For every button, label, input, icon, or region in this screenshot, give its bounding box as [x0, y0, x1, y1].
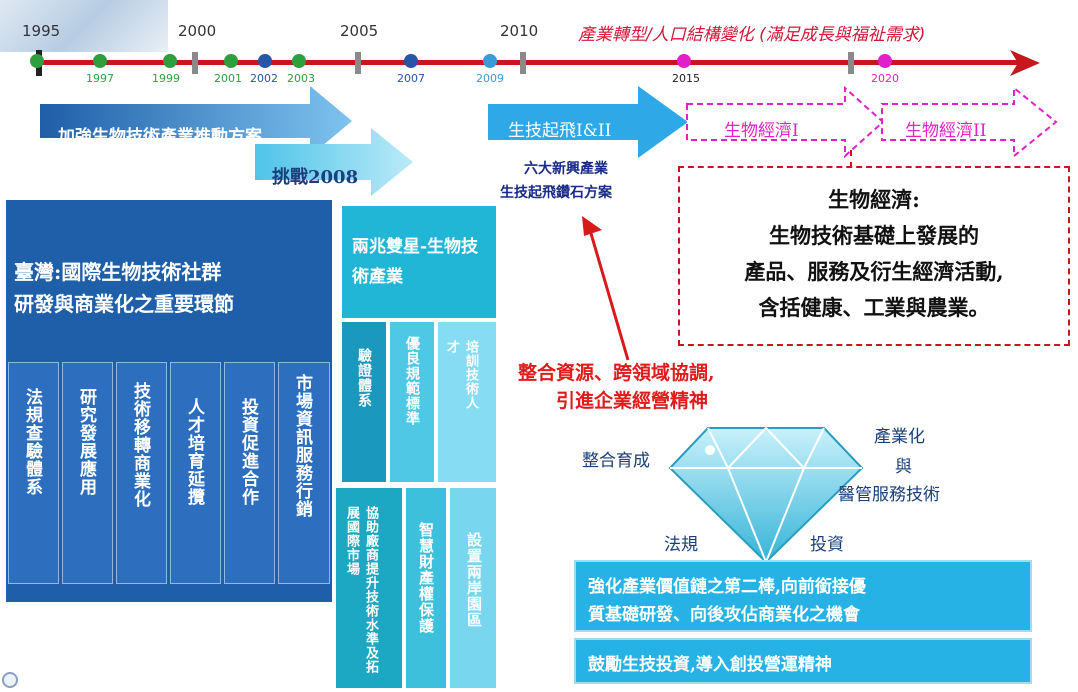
milestone-dot: [483, 54, 497, 68]
takeoff-arrow: [488, 86, 688, 158]
twin-star-column: [336, 488, 402, 688]
taiwan-column: [62, 362, 113, 584]
investment-text: 鼓勵生技投資,導入創投營運精神: [588, 655, 832, 675]
definition-line: 產品、服務及衍生經濟活動,: [744, 259, 1004, 284]
taiwan-column-label: 法規查驗體系: [22, 388, 42, 496]
value-chain-box: [574, 560, 1032, 632]
taiwan-column: [116, 362, 167, 584]
value-chain-text: 強化產業價值鏈之第二棒,向前銜接優: [588, 577, 866, 597]
taiwan-column-label: 技術移轉商業化: [130, 382, 150, 508]
timeline-axis: [38, 60, 1023, 65]
minor-year-label: 2015: [672, 72, 700, 85]
twin-star-title: 兩兆雙星-生物技術產業: [352, 237, 479, 287]
year-tick: [355, 52, 361, 74]
minor-year-label: 2009: [476, 72, 504, 85]
taiwan-column-label: 市場資訊服務行銷: [292, 374, 312, 518]
taiwan-column: [278, 362, 330, 584]
diamond-label-left: 整合育成: [582, 451, 650, 471]
taiwan-column: [170, 362, 221, 584]
definition-line: 含括健康、工業與農業。: [758, 295, 990, 320]
challenge-arrow: [255, 128, 413, 196]
taiwan-panel: [6, 200, 332, 602]
year-tick: [848, 52, 854, 74]
investment-box: [574, 638, 1032, 684]
milestone-dot: [292, 54, 306, 68]
diamond-label-right: 與: [895, 457, 912, 477]
diamond-label-right: 產業化: [874, 427, 925, 447]
twin-star-column-label: 設置兩岸園區: [465, 532, 483, 628]
minor-year-label: 2020: [871, 72, 899, 85]
milestone-dot: [224, 54, 238, 68]
diamond-plan-label: 生技起飛鑽石方案: [500, 185, 612, 201]
milestone-dot: [677, 54, 691, 68]
year-tick: [192, 52, 198, 74]
milestone-dot: [163, 54, 177, 68]
bioeconomy1-label: 生物經濟I: [724, 121, 799, 141]
minor-year-label: 2002: [250, 72, 278, 85]
milestone-dot: [878, 54, 892, 68]
milestone-dot: [30, 54, 44, 68]
minor-year-label: 2001: [214, 72, 242, 85]
plan-label: 加強生物技術產業推動方案: [58, 127, 262, 147]
twin-star-column: [390, 322, 434, 482]
year-tick: [520, 52, 526, 74]
taiwan-title: 研發與商業化之重要環節: [14, 292, 234, 316]
diamond-label-bottom-left: 法規: [664, 535, 698, 555]
milestone-dot: [93, 54, 107, 68]
value-chain-text: 質基礎研發、向後攻佔商業化之機會: [588, 605, 860, 625]
diamond-label-bottom-right: 投資: [810, 535, 844, 555]
integration-arrow: [582, 216, 630, 361]
definition-line: 生物技術基礎上發展的: [769, 223, 979, 248]
year-label: 2000: [178, 22, 217, 40]
integration-text: 整合資源、跨領域協調,: [518, 362, 715, 384]
definition-title: 生物經濟:: [828, 187, 920, 212]
twin-star-column: [406, 488, 446, 688]
milestone-dot: [404, 54, 418, 68]
year-label: 1995: [22, 22, 61, 40]
twin-star-column-label: 培訓技術人才: [444, 340, 478, 410]
minor-year-label: 1999: [152, 72, 180, 85]
taiwan-column-label: 人才培育延攬: [184, 398, 204, 506]
bioeconomy2-label: 生物經濟II: [905, 121, 987, 141]
bioeconomy-definition-box: [678, 166, 1070, 346]
year-label: 2010: [500, 22, 539, 40]
bioeconomy1-arrow: [686, 86, 885, 158]
timeline-tagline: 產業轉型/人口結構變化 (滿足成長與福祉需求): [578, 25, 926, 45]
definition-connector: [850, 150, 852, 168]
taiwan-column: [224, 362, 275, 584]
integration-text: 引進企業經營精神: [556, 390, 709, 412]
timeline: 1995 2000 2005 2010 產業轉型/人口結構變化 (滿足成長與福祉…: [0, 0, 1078, 92]
challenge-label: 挑戰2008: [272, 167, 359, 188]
bioeconomy2-arrow: [881, 86, 1058, 158]
minor-year-label: 2007: [397, 72, 425, 85]
six-industries-label: 六大新興產業: [524, 161, 608, 177]
twin-star-header: [342, 206, 496, 318]
milestone-dot: [258, 54, 272, 68]
timeline-arrowhead: [1010, 50, 1040, 76]
taiwan-column: [8, 362, 59, 584]
takeoff-label: 生技起飛I&II: [508, 121, 612, 141]
year-label: 2005: [340, 22, 379, 40]
twin-star-column-label: 智慧財產權保護: [417, 522, 435, 634]
minor-year-label: 2003: [287, 72, 315, 85]
diamond-icon: [668, 426, 864, 564]
twin-star-column-label: 協助廠商提升技術水準及拓展國際市場: [344, 506, 378, 674]
plan-arrow: [40, 86, 352, 156]
taiwan-columns: 法規查驗體系 研究發展應用 技術移轉商業化 人才培育延攬 投資促進合作 市場資訊…: [6, 362, 332, 584]
taiwan-column-label: 研究發展應用: [76, 388, 96, 496]
taiwan-column-label: 投資促進合作: [238, 398, 258, 506]
twin-star-column: [342, 322, 386, 482]
corner-logo-icon: [2, 672, 18, 688]
taiwan-title: 臺灣:國際生物技術社群: [14, 260, 222, 284]
minor-year-label: 1997: [86, 72, 114, 85]
twin-star-column-label: 驗證體系: [356, 348, 372, 408]
twin-star-column: [438, 322, 496, 482]
diamond-label-right: 醫管服務技術: [838, 485, 940, 505]
twin-star-column-label: 優良規範標準: [404, 336, 420, 426]
header-image: [0, 0, 168, 52]
twin-star-column: [450, 488, 496, 688]
